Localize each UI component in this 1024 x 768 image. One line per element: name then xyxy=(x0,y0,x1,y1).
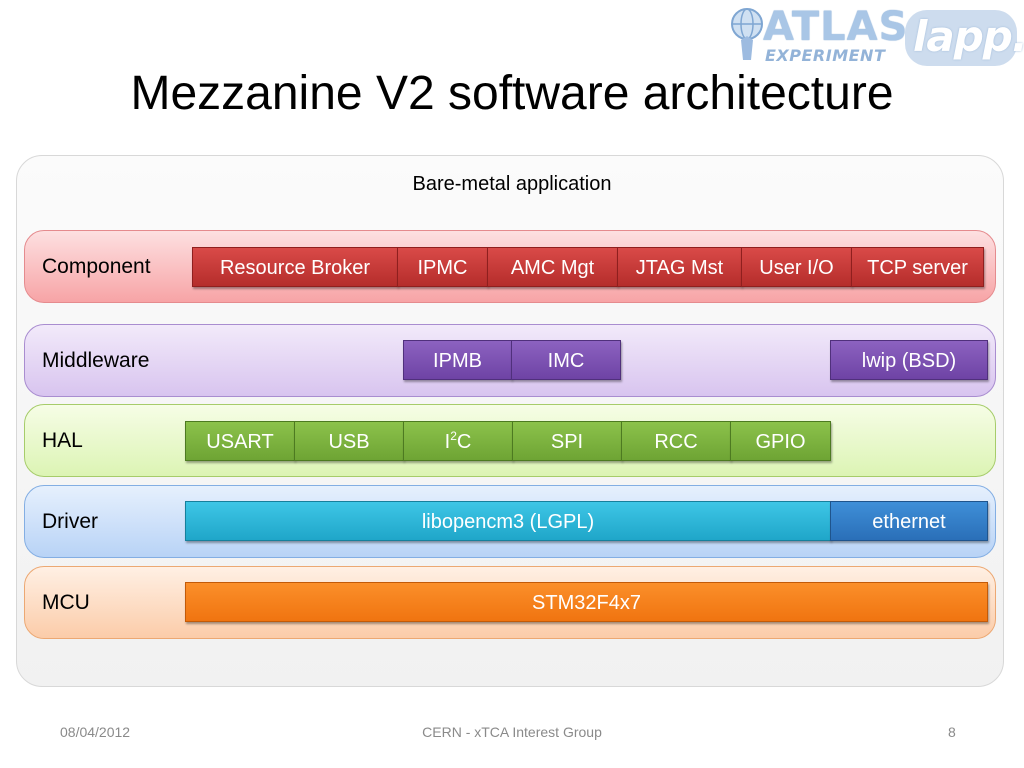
block-i2c-superscript: 2 xyxy=(450,429,457,443)
atlas-logo-title: ATLAS xyxy=(763,4,909,50)
block-usart: USART xyxy=(185,421,295,461)
block-ipmc: IPMC xyxy=(397,247,488,287)
footer-page-number: 8 xyxy=(948,724,956,740)
layer-label-middleware: Middleware xyxy=(42,349,150,372)
layer-label-hal: HAL xyxy=(42,429,83,452)
block-stm32f4x7: STM32F4x7 xyxy=(185,582,988,622)
block-libopencm3: libopencm3 (LGPL) xyxy=(185,501,831,541)
block-jtag-mst: JTAG Mst xyxy=(617,247,742,287)
block-tcp-server: TCP server xyxy=(851,247,984,287)
block-gpio: GPIO xyxy=(730,421,831,461)
footer-date: 08/04/2012 xyxy=(60,724,131,740)
block-spi: SPI xyxy=(512,421,622,461)
layer-label-driver: Driver xyxy=(42,510,98,533)
layer-label-component: Component xyxy=(42,255,151,278)
layer-label-mcu: MCU xyxy=(42,591,90,614)
block-i2c-c: C xyxy=(456,431,472,453)
footer-title: CERN - xTCA Interest Group xyxy=(422,724,602,740)
block-user-io: User I/O xyxy=(741,247,852,287)
atlas-globe-icon xyxy=(731,8,763,60)
block-ethernet: ethernet xyxy=(830,501,988,541)
block-i2c: I2C xyxy=(403,421,513,461)
block-resource-broker: Resource Broker xyxy=(192,247,398,287)
block-rcc: RCC xyxy=(621,421,731,461)
atlas-logo: ATLAS EXPERIMENT xyxy=(727,4,907,66)
atlas-logo-subtitle: EXPERIMENT xyxy=(765,46,886,65)
block-imc: IMC xyxy=(511,340,621,380)
lapp-logo-text: lapp. xyxy=(913,12,1024,61)
block-usb: USB xyxy=(294,421,404,461)
lapp-logo: lapp. xyxy=(905,10,1024,66)
block-amc-mgt: AMC Mgt xyxy=(487,247,618,287)
block-i2c-i: I xyxy=(444,431,451,453)
application-label: Bare-metal application xyxy=(412,173,612,195)
slide-title: Mezzanine V2 software architecture xyxy=(130,67,894,120)
block-lwip: lwip (BSD) xyxy=(830,340,988,380)
block-ipmb: IPMB xyxy=(403,340,512,380)
